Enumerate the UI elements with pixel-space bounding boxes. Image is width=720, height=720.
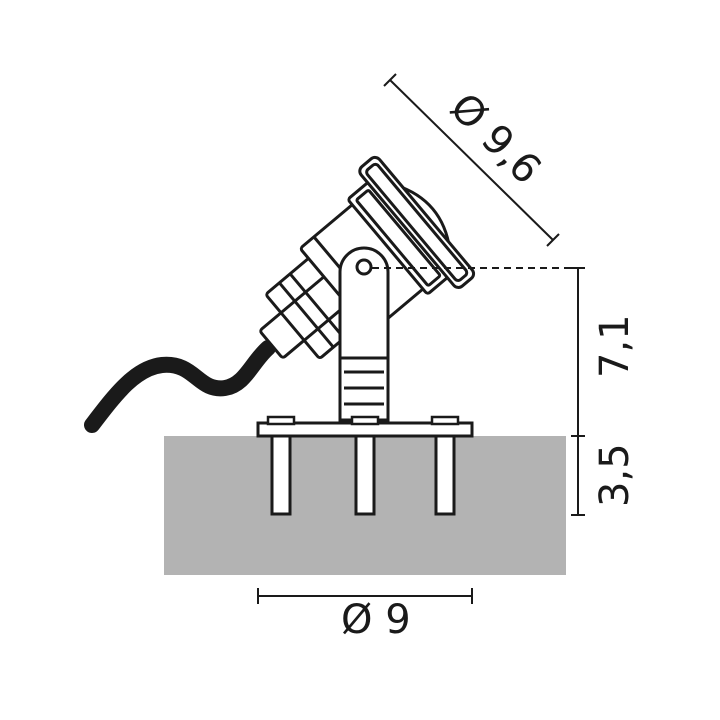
power-cable [84,340,276,433]
spike-center [354,434,376,516]
ground-spikes [270,434,456,516]
base-diameter-label: Ø 9 [341,597,411,643]
spike-right [434,434,456,516]
dimension-base-diameter [257,588,473,604]
pivot-hole [355,258,373,276]
spike-left [270,434,292,516]
height-above-label: 7,1 [592,314,638,378]
depth-below-label: 3,5 [592,443,638,507]
head-diameter-label: Ø 9,6 [441,85,550,194]
dimension-vertical [571,267,585,516]
dimension-head-diameter [383,73,560,247]
